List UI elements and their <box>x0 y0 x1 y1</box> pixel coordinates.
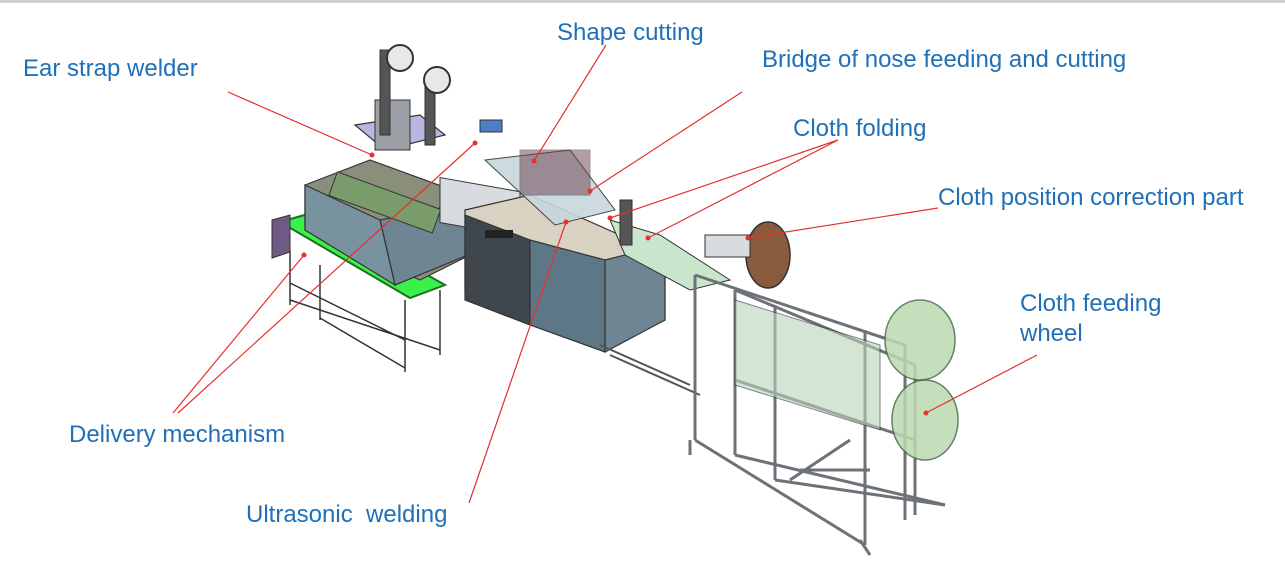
label-cloth-feeding-wheel-line1: Cloth feeding <box>1020 290 1162 317</box>
label-delivery-mechanism: Delivery mechanism <box>69 421 286 448</box>
welding-cabinet <box>464 149 666 353</box>
label-bridge-of-nose: Bridge of nose feeding and cutting <box>762 46 1127 73</box>
correction-housing <box>704 234 751 258</box>
leader-shape-cutting <box>533 44 607 162</box>
folding-post <box>619 199 633 246</box>
label-cloth-feeding-wheel-line2: wheel <box>1020 320 1083 347</box>
conveyor-side-plate <box>271 214 291 259</box>
label-ear-strap-welder: Ear strap welder <box>23 55 198 82</box>
leader-cloth-folding-2 <box>647 139 839 239</box>
leader-delivery-2 <box>177 142 476 414</box>
leader-ultrasonic <box>468 221 567 504</box>
label-ultrasonic-welding: Ultrasonic welding <box>246 501 448 528</box>
label-cloth-folding: Cloth folding <box>793 115 927 142</box>
label-cloth-position-correction: Cloth position correction part <box>938 184 1244 211</box>
leader-ear-strap <box>227 91 373 156</box>
ear-strap-station <box>304 44 521 287</box>
feeding-frame-panels <box>734 299 881 431</box>
delivery-conveyor <box>289 250 441 372</box>
leader-endpoints <box>301 140 929 416</box>
leader-feeding-wheel <box>925 354 1038 414</box>
leader-correction <box>747 207 939 239</box>
label-shape-cutting: Shape cutting <box>557 19 704 46</box>
top-rule <box>0 0 1285 3</box>
leader-bridge-nose <box>589 91 743 192</box>
leader-lines <box>172 44 1038 504</box>
leader-cloth-folding-1 <box>609 139 839 219</box>
leader-delivery-1 <box>172 254 305 414</box>
folding-chute <box>609 219 732 291</box>
feeding-wheel-upper <box>884 299 956 381</box>
connecting-rail <box>599 344 701 396</box>
feeding-wheel-lower <box>891 379 959 461</box>
